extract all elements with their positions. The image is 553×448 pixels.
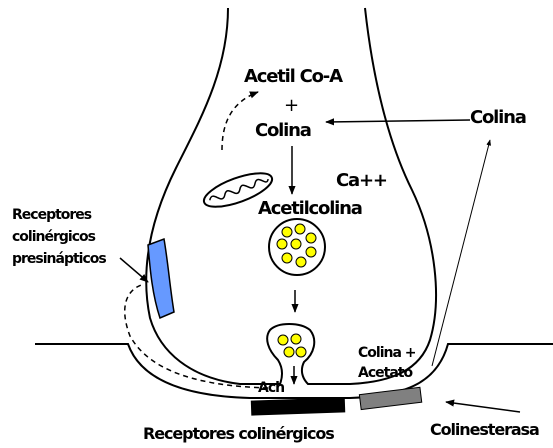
label-calcio: Ca++ (336, 172, 387, 191)
presynaptic-receptor (148, 239, 174, 318)
label-acetato: Acetato (358, 366, 412, 381)
label-colina-mas: Colina + (358, 346, 416, 361)
cholinesterase-enzyme (359, 387, 421, 409)
arrow-colina-in (326, 120, 470, 122)
arrow-label-presynaptic (120, 258, 148, 282)
label-receptores-presinapticos-3: presinápticos (12, 252, 106, 267)
arrow-dashed-to-acetil-coa (222, 92, 258, 150)
arrow-label-colinesterasa (446, 402, 520, 412)
label-acetil-coa: Acetil Co-A (244, 68, 342, 87)
label-plus: + (284, 97, 298, 116)
label-colina-outside: Colina (470, 109, 526, 128)
label-ach: Ach (258, 381, 284, 396)
vesicle-fusing (278, 334, 306, 357)
presynaptic-terminal-outline (146, 8, 436, 384)
label-receptores-presinapticos-2: colinérgicos (12, 230, 95, 245)
label-colinesterasa: Colinesterasa (430, 422, 539, 439)
label-acetilcolina: Acetilcolina (258, 200, 362, 219)
label-receptores-colinergicos: Receptores colinérgicos (143, 426, 334, 443)
arrow-choline-reuptake (432, 140, 490, 366)
vesicle-full (269, 219, 325, 275)
postsynaptic-receptor (251, 397, 345, 415)
label-receptores-presinapticos-1: Receptores (12, 208, 91, 223)
label-colina-inside: Colina (255, 122, 311, 141)
